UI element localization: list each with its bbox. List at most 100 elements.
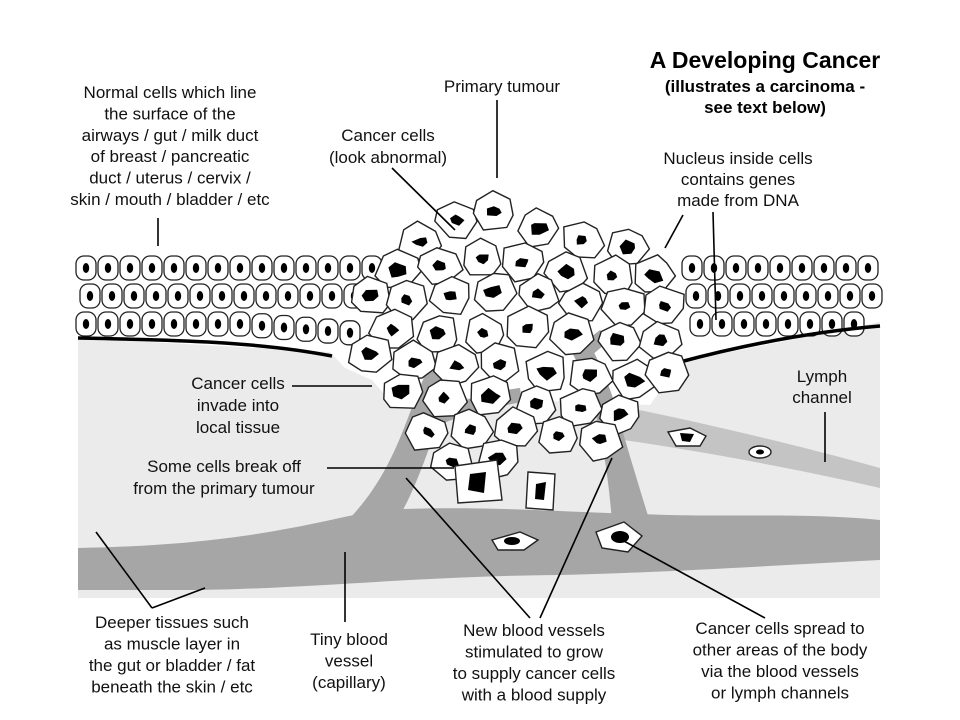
nucleus xyxy=(302,324,310,335)
label-line: Normal cells which line xyxy=(84,83,257,102)
label-line: vessel xyxy=(325,652,373,671)
nucleus xyxy=(236,319,244,329)
label-line: Cancer cells spread to xyxy=(695,619,864,638)
nucleus xyxy=(696,319,704,329)
label-line: Deeper tissues such xyxy=(95,613,249,632)
label-line: contains genes xyxy=(681,170,795,189)
nucleus xyxy=(530,397,544,410)
label-line: of breast / pancreatic xyxy=(91,147,250,166)
nucleus xyxy=(170,319,178,329)
label-line: (capillary) xyxy=(312,673,386,692)
nucleus xyxy=(611,531,629,543)
nucleus xyxy=(284,291,292,301)
nucleus xyxy=(653,334,668,347)
nucleus xyxy=(659,301,671,312)
nucleus xyxy=(152,291,160,301)
nucleus xyxy=(591,434,607,444)
nucleus xyxy=(324,263,332,273)
nucleus xyxy=(258,320,266,331)
label-line: other areas of the body xyxy=(693,641,868,660)
label-spread: Cancer cells spread to other areas of the… xyxy=(693,619,868,703)
label-line: the surface of the xyxy=(104,104,235,123)
nucleus xyxy=(575,404,587,412)
nucleus xyxy=(846,291,854,301)
nucleus xyxy=(688,263,696,273)
nucleus xyxy=(401,294,413,306)
label-line: stimulated to grow xyxy=(465,643,604,662)
nucleus xyxy=(464,424,476,435)
nucleus xyxy=(486,206,502,216)
nucleus xyxy=(535,482,546,500)
nucleus xyxy=(429,326,446,340)
nucleus xyxy=(192,263,200,273)
basement-membrane-left xyxy=(77,336,333,358)
label-line: with a blood supply xyxy=(461,686,607,705)
nucleus xyxy=(361,289,379,302)
nucleus xyxy=(408,357,423,369)
lymph-channel xyxy=(600,402,880,488)
nucleus xyxy=(610,332,625,346)
capillary xyxy=(78,508,880,590)
label-line: Lymph xyxy=(797,367,847,386)
nucleus xyxy=(619,239,635,255)
label-line: Tiny blood xyxy=(310,630,388,649)
nucleus xyxy=(386,323,400,337)
nucleus xyxy=(780,291,788,301)
nucleus xyxy=(732,263,740,273)
label-line: to supply cancer cells xyxy=(453,664,616,683)
nucleus xyxy=(574,296,588,309)
basement-membrane-right xyxy=(679,324,881,364)
nucleus xyxy=(531,288,545,299)
nucleus xyxy=(504,537,520,545)
nucleus xyxy=(481,387,501,404)
nucleus xyxy=(126,263,134,273)
nucleus xyxy=(324,326,332,337)
nucleus xyxy=(714,291,722,301)
label-line: Nucleus inside cells xyxy=(663,149,812,168)
nucleus xyxy=(346,263,354,273)
nucleus xyxy=(148,263,156,273)
nucleus xyxy=(531,223,549,235)
nucleus xyxy=(280,322,288,333)
label-line: skin / mouth / bladder / etc xyxy=(70,190,270,209)
nucleus xyxy=(449,360,465,371)
nucleus xyxy=(328,291,336,301)
nucleus xyxy=(754,263,762,273)
nucleus xyxy=(680,433,694,442)
nucleus xyxy=(802,291,810,301)
nucleus xyxy=(450,214,465,226)
nucleus xyxy=(850,319,858,329)
nucleus xyxy=(692,291,700,301)
breaking-off-cells xyxy=(454,459,556,511)
primary-tumour xyxy=(347,189,690,481)
nucleus xyxy=(820,263,828,273)
nucleus xyxy=(784,319,792,329)
nucleus xyxy=(262,291,270,301)
nucleus xyxy=(483,285,502,298)
nucleus xyxy=(368,263,376,273)
nucleus xyxy=(613,408,629,422)
nucleus xyxy=(445,457,460,468)
nucleus xyxy=(388,262,407,278)
diagram-subtitle-line2: see text below) xyxy=(704,98,826,117)
nucleus xyxy=(108,291,116,301)
nucleus xyxy=(443,291,457,301)
nucleus xyxy=(644,269,664,284)
nucleus xyxy=(346,327,354,338)
nucleus xyxy=(492,359,507,371)
nucleus xyxy=(218,291,226,301)
nucleus xyxy=(196,291,204,301)
label-line: via the blood vessels xyxy=(701,662,859,681)
nucleus xyxy=(411,237,428,247)
nucleus xyxy=(192,319,200,329)
nucleus xyxy=(536,366,557,381)
label-normal-cells: Normal cells which line the surface of th… xyxy=(70,83,270,209)
nucleus xyxy=(824,291,832,301)
nucleus xyxy=(438,391,450,404)
nucleus xyxy=(475,254,489,265)
nucleus xyxy=(361,347,379,360)
